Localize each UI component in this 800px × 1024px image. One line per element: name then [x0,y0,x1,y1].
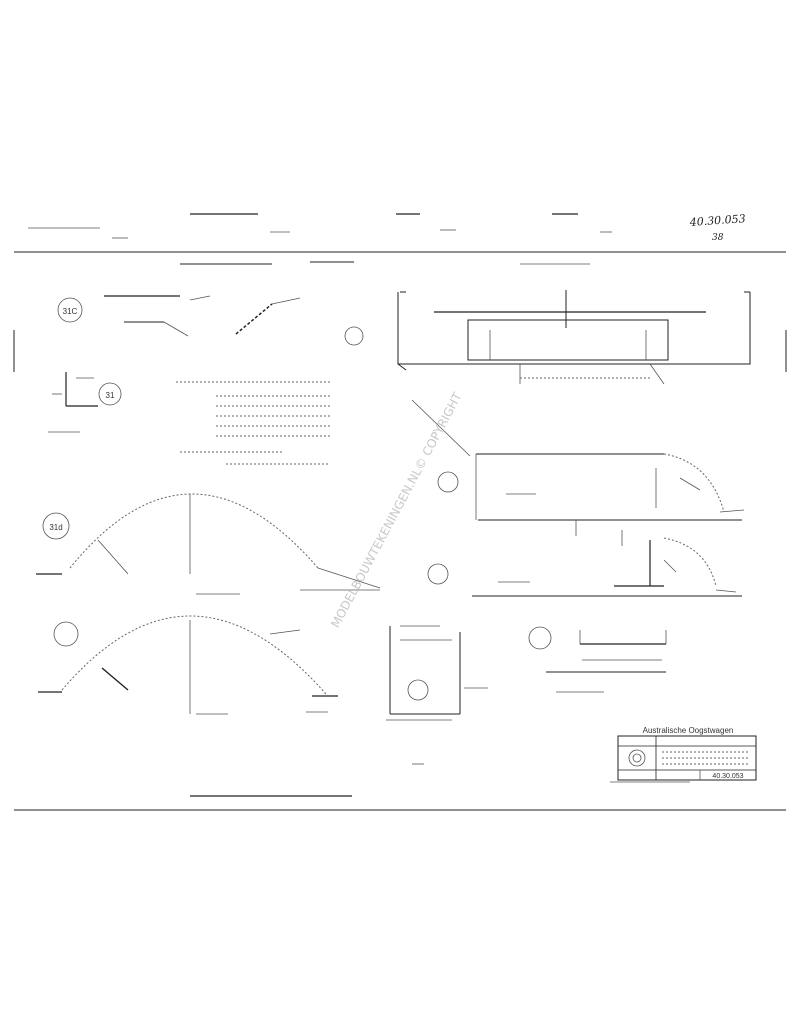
sheet-suffix-text: 38 [712,233,724,243]
header-strokes [28,213,612,265]
part-30-marker [344,326,364,346]
title-block-title: Australische Oogstwagen [643,726,734,735]
part-32-profile [411,399,745,536]
part-label-31: 31 [106,391,115,400]
part-31c: 31C [57,295,301,337]
part-31-arch [38,615,338,715]
part-31d-arch: 31d [36,493,381,595]
sheet-frame [13,251,787,811]
parts-table [176,381,330,465]
beam-top-view [397,290,751,385]
part-33-profile [427,530,742,597]
title-block-number: 40.30.053 [712,773,743,780]
part-34-bracket [386,625,488,721]
part-31-section: 31 [48,372,122,433]
part-35-channel [528,626,667,693]
sheet-number-text: 40.30.053 [688,212,746,229]
copyright-watermark: MODELBOUWTEKENINGEN.NL© COPYRIGHT [328,390,465,630]
sheet-number: 40.30.053 38 [688,212,746,243]
footer-strokes [190,763,424,797]
title-block: Australische Oogstwagen 40.30.053 [610,726,757,783]
part-label-31c: 31C [63,307,78,316]
part-label-31d: 31d [49,523,62,532]
